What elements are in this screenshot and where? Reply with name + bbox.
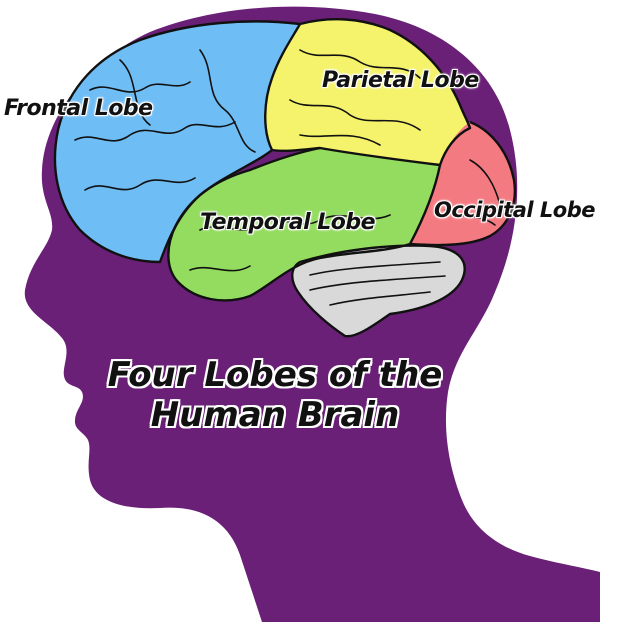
occipital-lobe [410,122,515,246]
frontal-lobe-label: Frontal Lobe [4,96,153,121]
title-line-2: Human Brain [150,395,400,435]
diagram-title: Four Lobes of the Human Brain [40,355,510,435]
brain-fold-lines [74,49,501,306]
frontal-lobe [54,21,301,262]
occipital-lobe-label: Occipital Lobe [434,198,595,222]
parietal-lobe-label: Parietal Lobe [322,68,479,93]
cerebellum [292,245,465,337]
lobe-outlines [53,18,517,338]
temporal-lobe-label: Temporal Lobe [200,210,376,235]
title-line-1: Four Lobes of the [107,355,443,395]
